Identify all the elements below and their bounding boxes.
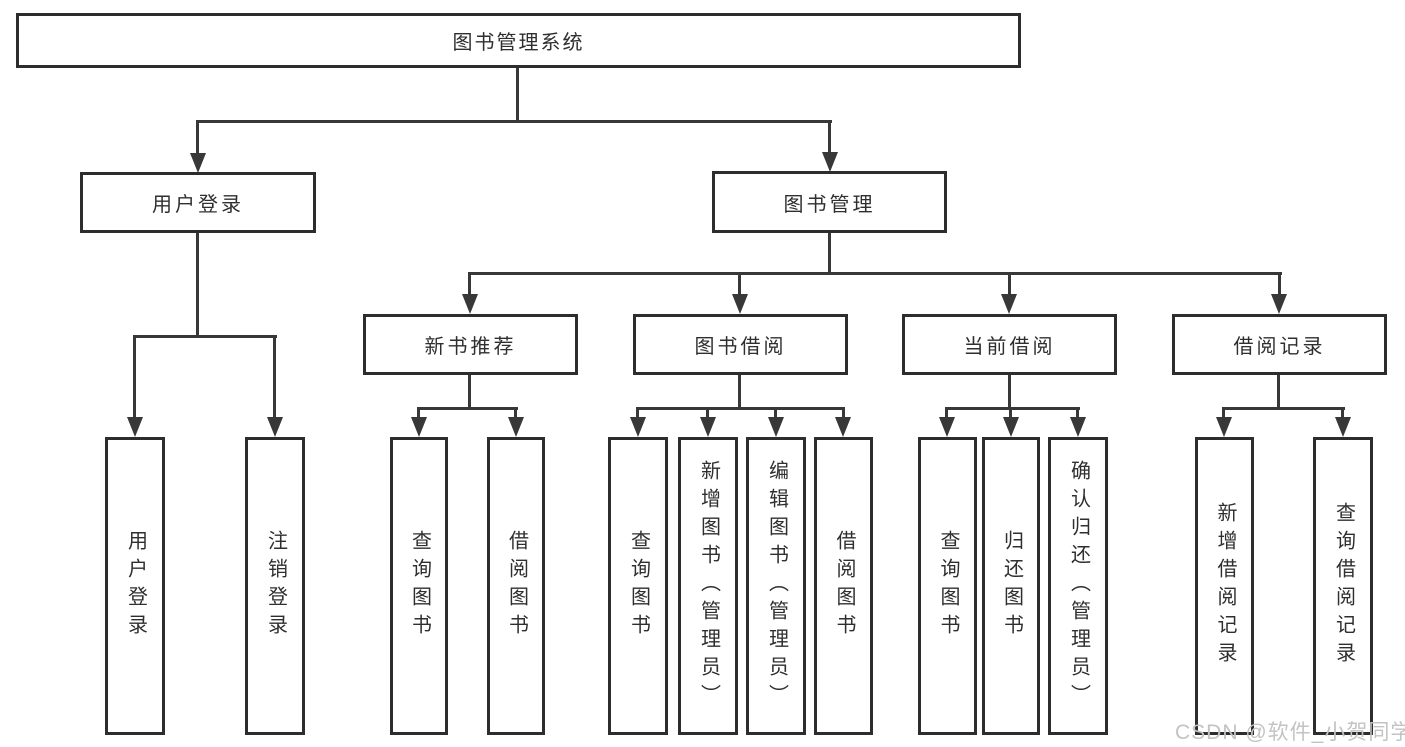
connector-book-mgmt-drop xyxy=(828,233,831,275)
arrow-to-leaf-add-books xyxy=(700,417,716,437)
node-label: 图书借阅 xyxy=(694,336,787,358)
leaf-logout-login: 注销登录 xyxy=(245,437,305,735)
node-new-book-recommendation: 新书推荐 xyxy=(363,314,578,375)
connector-stub-l13 xyxy=(1341,407,1344,419)
connector-stub-l4 xyxy=(514,407,517,419)
node-current-borrowing: 当前借阅 xyxy=(902,314,1117,375)
leaf-label: 归还图书 xyxy=(1000,530,1023,642)
arrow-to-leaf-confirm-return xyxy=(1070,417,1086,437)
connector-book-borrow-branch xyxy=(636,407,845,410)
arrow-to-leaf-add-record xyxy=(1216,417,1232,437)
node-user-login: 用户登录 xyxy=(80,172,316,233)
connector-stub-leaf-logout xyxy=(273,335,276,419)
connector-stub-current-borrow xyxy=(1008,272,1011,296)
connector-borrow-records-branch xyxy=(1222,407,1345,410)
node-book-borrowing: 图书借阅 xyxy=(633,314,848,375)
leaf-label: 新增图书（管理员） xyxy=(697,460,720,712)
leaf-label: 用户登录 xyxy=(124,530,147,642)
arrow-to-book-borrow xyxy=(732,294,748,314)
arrow-to-leaf-borrow-recommend xyxy=(508,417,524,437)
leaf-query-borrow-record: 查询借阅记录 xyxy=(1313,437,1373,735)
connector-book-mgmt-branch xyxy=(468,272,1282,275)
connector-stub-user-login xyxy=(196,120,199,154)
connector-stub-l9 xyxy=(945,407,948,419)
connector-stub-l10 xyxy=(1009,407,1012,419)
node-library-system: 图书管理系统 xyxy=(16,13,1021,68)
arrow-to-borrow-records xyxy=(1271,294,1287,314)
arrow-to-leaf-query-borrow xyxy=(630,417,646,437)
connector-stub-book-mgmt xyxy=(828,120,831,153)
arrow-to-leaf-query-recommend xyxy=(411,417,427,437)
leaf-query-books-borrow: 查询图书 xyxy=(608,437,668,735)
connector-stub-borrow-records xyxy=(1278,272,1281,296)
connector-stub-book-borrow xyxy=(738,272,741,296)
connector-root-drop xyxy=(516,68,519,123)
node-label: 图书管理系统 xyxy=(452,32,585,54)
leaf-add-borrow-record: 新增借阅记录 xyxy=(1195,437,1254,735)
arrow-to-leaf-edit-books xyxy=(768,417,784,437)
arrow-to-new-book xyxy=(462,294,478,314)
connector-stub-l12 xyxy=(1222,407,1225,419)
arrow-to-leaf-return-books xyxy=(1003,417,1019,437)
csdn-watermark: CSDN @软件_小贺同学 xyxy=(1175,721,1405,744)
node-borrowing-records: 借阅记录 xyxy=(1172,314,1387,375)
leaf-label: 编辑图书（管理员） xyxy=(765,460,788,712)
leaf-query-books-recommend: 查询图书 xyxy=(390,437,448,735)
node-label: 新书推荐 xyxy=(424,336,517,358)
connector-current-borrow-branch xyxy=(945,407,1080,410)
leaf-label: 借阅图书 xyxy=(505,530,528,642)
leaf-confirm-return-admin: 确认归还（管理员） xyxy=(1048,437,1108,735)
connector-user-login-branch xyxy=(133,335,277,338)
leaf-add-books-admin: 新增图书（管理员） xyxy=(678,437,738,735)
arrow-to-user-login xyxy=(190,153,206,173)
node-label: 当前借阅 xyxy=(963,336,1056,358)
leaf-label: 借阅图书 xyxy=(833,530,855,642)
connector-stub-leaf-user-login xyxy=(133,335,136,419)
node-label: 用户登录 xyxy=(152,194,244,216)
arrow-to-leaf-query-record xyxy=(1335,417,1351,437)
leaf-label: 注销登录 xyxy=(264,530,287,642)
connector-stub-l6 xyxy=(706,407,709,419)
arrow-to-current-borrow xyxy=(1001,294,1017,314)
leaf-query-books-current: 查询图书 xyxy=(918,437,977,735)
connector-stub-l11 xyxy=(1076,407,1079,419)
connector-stub-l7 xyxy=(774,407,777,419)
connector-stub-l3 xyxy=(417,407,420,419)
node-label: 图书管理 xyxy=(783,193,876,216)
connector-stub-l8 xyxy=(842,407,845,419)
leaf-label: 查询图书 xyxy=(937,530,959,642)
leaf-label: 新增借阅记录 xyxy=(1214,502,1236,670)
leaf-label: 查询图书 xyxy=(627,530,650,642)
connector-stub-l5 xyxy=(636,407,639,419)
leaf-borrow-books: 借阅图书 xyxy=(814,437,873,735)
arrow-to-leaf-borrow-books xyxy=(835,417,851,437)
leaf-user-login: 用户登录 xyxy=(105,437,165,735)
leaf-label: 确认归还（管理员） xyxy=(1067,460,1090,712)
arrow-to-book-mgmt xyxy=(822,152,838,172)
connector-root-branch xyxy=(196,120,832,123)
leaf-borrow-books-recommend: 借阅图书 xyxy=(487,437,545,735)
connector-new-book-branch xyxy=(417,407,518,410)
connector-user-login-drop xyxy=(196,232,199,338)
leaf-return-books: 归还图书 xyxy=(982,437,1040,735)
connector-book-borrow-drop xyxy=(738,374,741,410)
connector-current-borrow-drop xyxy=(1008,374,1011,410)
connector-new-book-drop xyxy=(468,374,471,410)
arrow-to-leaf-user-login xyxy=(127,417,143,437)
node-book-management: 图书管理 xyxy=(712,171,947,233)
leaf-label: 查询图书 xyxy=(408,530,431,642)
arrow-to-leaf-query-current xyxy=(939,417,955,437)
connector-stub-new-book xyxy=(468,272,471,296)
connector-borrow-records-drop xyxy=(1277,374,1280,410)
leaf-label: 查询借阅记录 xyxy=(1332,502,1355,670)
arrow-to-leaf-logout xyxy=(267,417,283,437)
leaf-edit-books-admin: 编辑图书（管理员） xyxy=(746,437,806,735)
node-label: 借阅记录 xyxy=(1233,336,1326,358)
